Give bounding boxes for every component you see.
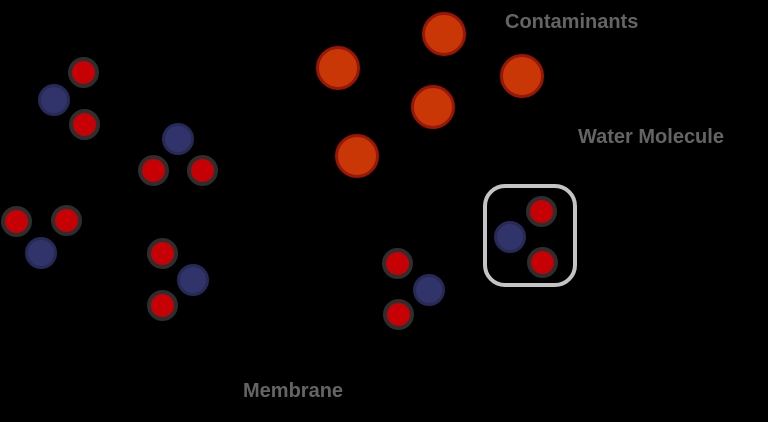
water-atom-red — [67, 56, 99, 88]
water-atom-red — [146, 289, 178, 321]
water-atom-blue — [413, 274, 445, 306]
contaminant-particle — [335, 134, 379, 178]
contaminants-label: Contaminants — [505, 11, 639, 33]
water-atom-red — [525, 195, 557, 227]
water-atom-red — [50, 204, 82, 236]
water-atom-blue — [177, 264, 209, 296]
membrane-label: Membrane — [243, 380, 344, 402]
water-molecule-highlight-box — [483, 184, 577, 287]
water-atom-red — [0, 205, 32, 237]
water-atom-red — [381, 247, 413, 279]
water-molecule-label: Water Molecule — [578, 126, 724, 148]
water-atom-red — [186, 154, 218, 186]
contaminant-particle — [316, 46, 360, 90]
water-atom-red — [146, 237, 178, 269]
contaminant-particle — [422, 12, 466, 56]
contaminant-particle — [411, 85, 455, 129]
contaminant-particle — [500, 54, 544, 98]
water-atom-blue — [162, 123, 194, 155]
water-atom-red — [382, 298, 414, 330]
water-atom-blue — [38, 84, 70, 116]
water-atom-blue — [494, 221, 526, 253]
water-atom-red — [526, 246, 558, 278]
water-atom-red — [68, 108, 100, 140]
water-atom-red — [137, 154, 169, 186]
water-atom-blue — [25, 237, 57, 269]
